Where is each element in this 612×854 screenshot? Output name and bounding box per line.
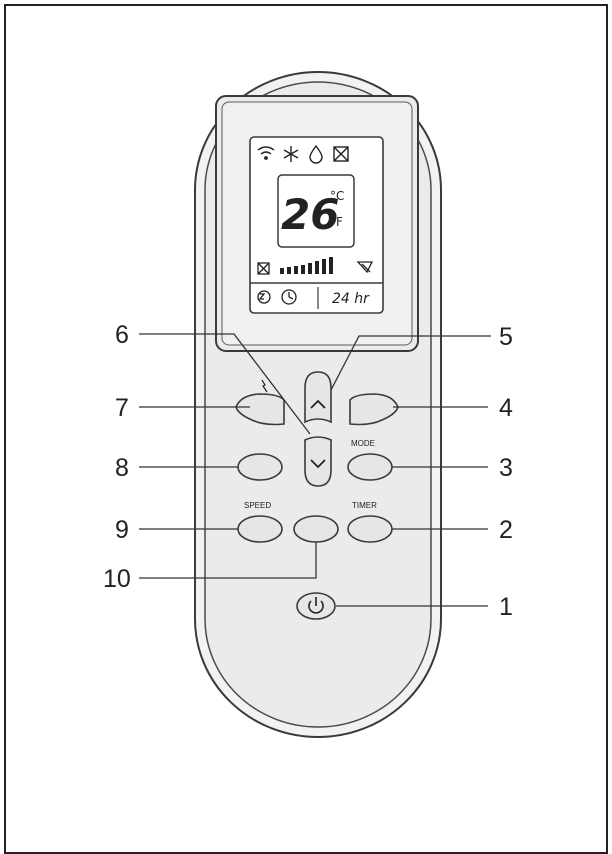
speed-button[interactable] [237, 515, 283, 543]
timer-label: TIMER [352, 501, 377, 510]
callout-2: 2 [499, 516, 513, 544]
swing-icon [356, 261, 374, 274]
up-button[interactable] [304, 371, 332, 424]
mode-button[interactable] [347, 453, 393, 481]
timer-button[interactable] [347, 515, 393, 543]
callout-10: 10 [103, 565, 131, 593]
right-button[interactable] [349, 393, 399, 426]
callout-6: 6 [115, 321, 129, 349]
up-arrow-icon [310, 399, 326, 409]
callout-1: 1 [499, 593, 513, 621]
callout-3: 3 [499, 454, 513, 482]
power-button[interactable] [296, 592, 336, 620]
unit-celsius: °C [330, 189, 344, 203]
mode-label: MODE [351, 439, 375, 448]
button-8[interactable] [237, 453, 283, 481]
power-icon [308, 597, 324, 614]
clock-icon [281, 289, 297, 305]
drop-icon [309, 144, 323, 164]
down-button[interactable] [304, 436, 332, 487]
fan-icon [333, 146, 349, 162]
button-10[interactable] [293, 515, 339, 543]
callout-5: 5 [499, 323, 513, 351]
callout-8: 8 [115, 454, 129, 482]
fan-speed-icon [257, 262, 270, 275]
leader-lines [139, 333, 491, 607]
callout-7: 7 [115, 394, 129, 422]
callout-4: 4 [499, 394, 513, 422]
unit-fahrenheit: °F [330, 215, 343, 229]
timer-readout: 24 hr [332, 291, 370, 307]
sleep-icon [257, 290, 271, 304]
callout-9: 9 [115, 516, 129, 544]
temperature-value: 26 [281, 190, 339, 239]
speed-label: SPEED [244, 501, 271, 510]
wifi-icon [257, 146, 275, 160]
decorative-mark [261, 379, 268, 393]
battery-bars-icon [280, 257, 333, 274]
left-button[interactable] [235, 393, 285, 426]
down-arrow-icon [310, 459, 326, 469]
snowflake-icon [283, 146, 299, 162]
display-panel: 26 °C °F 24 hr [215, 95, 419, 352]
